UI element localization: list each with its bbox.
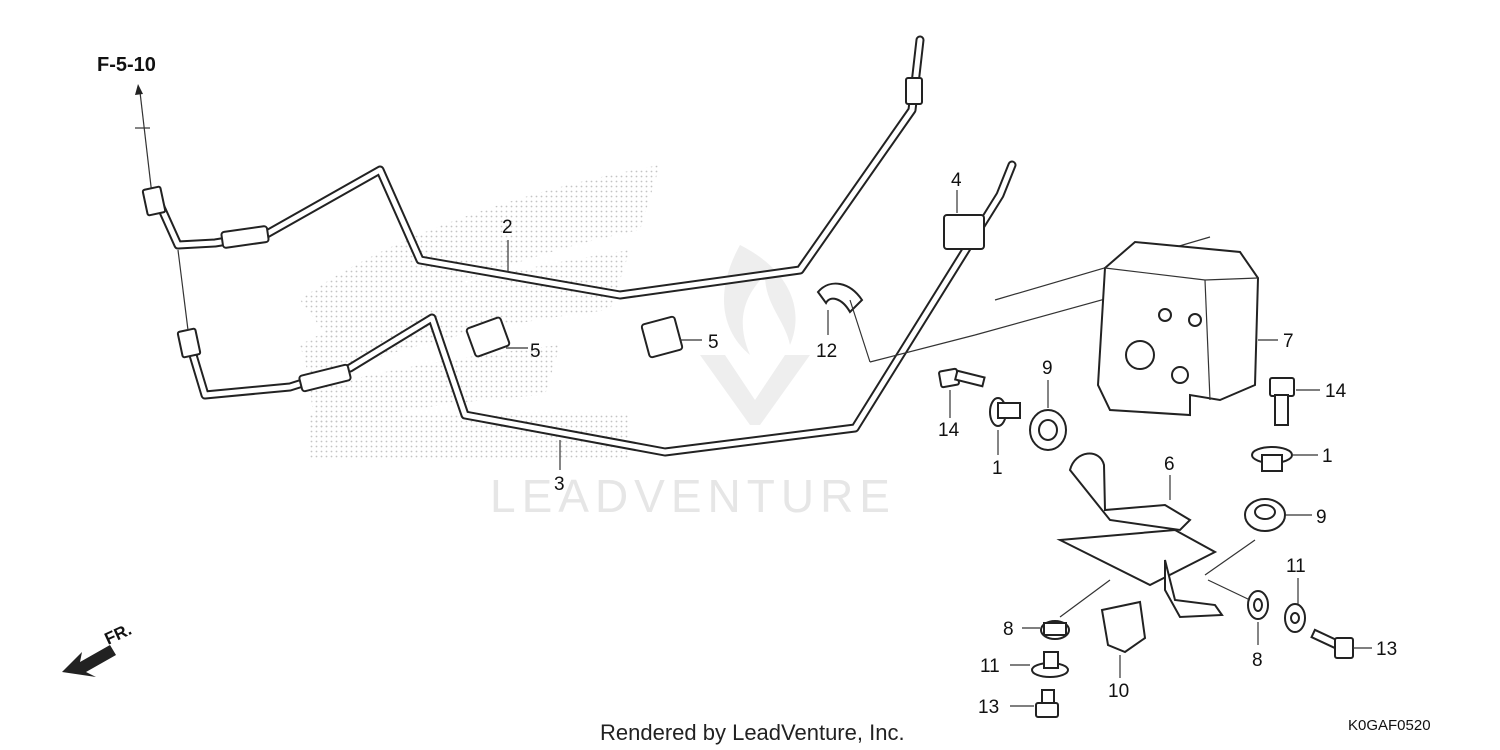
callout-9-right[interactable]: 9	[1316, 507, 1327, 528]
grommet-9-right	[1204, 498, 1312, 576]
diagram-code: K0GAF0520	[1348, 717, 1431, 734]
grommet-9-left	[1029, 380, 1067, 451]
rubber-mount-8-bottom	[1022, 579, 1111, 640]
callout-11-bottom[interactable]: 11	[980, 656, 1000, 677]
leadventure-flame-mark	[700, 245, 810, 425]
footer-credit: Rendered by LeadVenture, Inc.	[600, 720, 905, 745]
callout-6[interactable]: 6	[1164, 454, 1175, 475]
rubber-mount-8-right	[1207, 579, 1269, 645]
callout-13-bottom[interactable]: 13	[978, 697, 999, 718]
watermark-text: LEADVENTURE	[490, 470, 896, 522]
pipe-clamp-5-right	[640, 315, 702, 359]
bolt-13-right	[1310, 628, 1372, 659]
callout-2[interactable]: 2	[502, 217, 513, 238]
callout-8-bottom[interactable]: 8	[1003, 619, 1014, 640]
callout-14-right[interactable]: 14	[1325, 381, 1347, 402]
mounting-bracket-6	[1056, 452, 1224, 619]
washer-11-right	[1284, 578, 1306, 633]
callout-10[interactable]: 10	[1108, 681, 1129, 702]
callout-1-right[interactable]: 1	[1322, 446, 1333, 467]
callout-13-right[interactable]: 13	[1376, 639, 1397, 660]
front-direction-label: FR.	[102, 620, 135, 649]
callout-3[interactable]: 3	[554, 474, 565, 495]
callout-4[interactable]: 4	[951, 170, 962, 191]
collar-11-bottom	[1010, 651, 1069, 678]
callout-8-right[interactable]: 8	[1252, 650, 1263, 671]
brake-pipe-2	[141, 35, 925, 300]
bolt-13-bottom	[1010, 689, 1059, 718]
reference-label[interactable]: F-5-10	[97, 54, 156, 76]
brake-pipe-3	[176, 160, 1017, 457]
cap-10	[1100, 600, 1147, 678]
collar-1-right	[1251, 446, 1318, 472]
callout-14-left[interactable]: 14	[938, 420, 960, 441]
pipe-clamp-5-left	[465, 316, 528, 358]
callout-5-right[interactable]: 5	[708, 332, 719, 353]
abs-modulator-7	[1096, 240, 1278, 417]
bolt-14-left	[938, 367, 986, 418]
callout-9-left[interactable]: 9	[1042, 358, 1053, 379]
pipe-leader-line	[177, 249, 189, 331]
callout-1-left[interactable]: 1	[992, 458, 1003, 479]
callout-5-left[interactable]: 5	[530, 341, 541, 362]
pipe-clamp-12	[816, 282, 864, 335]
callout-11-right[interactable]: 11	[1286, 556, 1306, 577]
collar-1-left	[989, 397, 1021, 455]
pipe-clamp-4	[943, 190, 985, 250]
front-direction-arrow-icon	[62, 645, 116, 677]
bolt-14-right	[1269, 377, 1320, 426]
callout-12[interactable]: 12	[816, 341, 837, 362]
reference-arrow-icon	[135, 84, 153, 196]
callout-7[interactable]: 7	[1283, 331, 1294, 352]
